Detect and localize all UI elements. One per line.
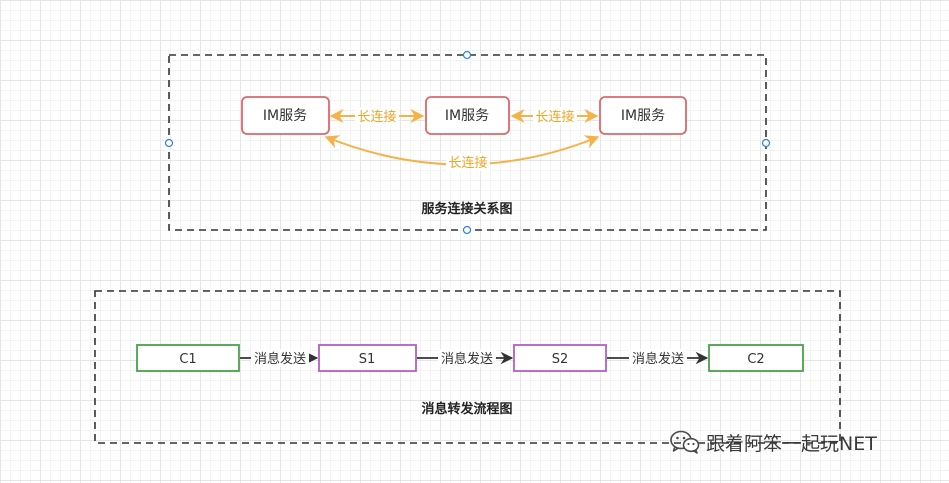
- diagram1-caption: 服务连接关系图: [421, 201, 512, 217]
- flow-label-c1-s1: 消息发送: [254, 351, 306, 367]
- selection-handle-top[interactable]: [462, 50, 472, 60]
- diagram2-frame[interactable]: [94, 290, 841, 444]
- link-label-im1-im3: 长连接: [448, 155, 487, 171]
- selection-handle-left[interactable]: [164, 138, 174, 148]
- node-im-service-3[interactable]: IM服务: [599, 96, 687, 135]
- node-label: IM服务: [445, 108, 489, 124]
- link-label-bg: [355, 107, 399, 125]
- watermark-text: 跟着阿笨一起玩NET: [706, 432, 877, 455]
- selection-handle-right[interactable]: [761, 138, 771, 148]
- flow-label-s2-c2: 消息发送: [632, 351, 684, 367]
- watermark: 跟着阿笨一起玩NET: [670, 428, 877, 456]
- link-label-im1-im2: 长连接: [357, 109, 396, 125]
- message-forwarding-diagram[interactable]: 消息发送 消息发送 消息发送 C1 S1 S2 C2 消息转发流程图: [94, 290, 841, 444]
- node-c1[interactable]: C1: [136, 344, 240, 372]
- node-label: S1: [359, 352, 376, 367]
- flow-label-s1-s2: 消息发送: [441, 351, 493, 367]
- node-im-service-1[interactable]: IM服务: [241, 96, 330, 135]
- flow-label-bg: [251, 349, 309, 367]
- node-label: IM服务: [621, 108, 665, 124]
- link-label-bg: [446, 153, 490, 171]
- node-label: C2: [747, 352, 764, 367]
- link-label-bg: [533, 107, 577, 125]
- node-c2[interactable]: C2: [708, 344, 804, 372]
- diagram2-caption: 消息转发流程图: [421, 401, 512, 417]
- link-label-im2-im3: 长连接: [535, 109, 574, 125]
- node-label: S2: [552, 352, 569, 367]
- node-label: IM服务: [263, 108, 307, 124]
- service-connection-diagram[interactable]: 长连接 长连接 长连接 IM服务 IM服务 IM服务 服务连接关系图: [164, 50, 771, 235]
- node-label: C1: [179, 352, 196, 367]
- node-im-service-2[interactable]: IM服务: [425, 96, 510, 135]
- node-s1[interactable]: S1: [318, 344, 417, 372]
- flow-label-bg: [629, 349, 687, 367]
- wechat-icon: [670, 430, 700, 454]
- node-s2[interactable]: S2: [513, 344, 607, 372]
- selection-handle-bottom[interactable]: [462, 225, 472, 235]
- flow-label-bg: [438, 349, 496, 367]
